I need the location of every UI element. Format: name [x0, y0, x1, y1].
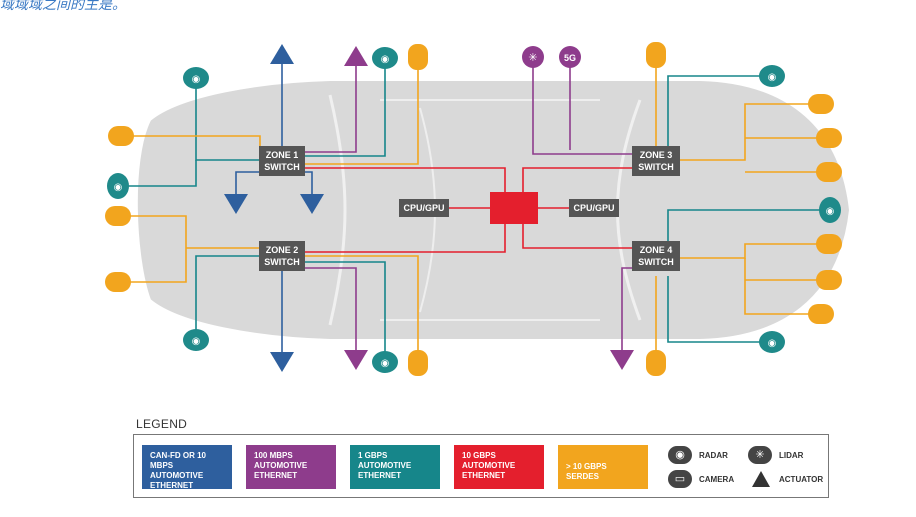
camera-icon [408, 350, 428, 376]
actuator-icon [300, 194, 324, 214]
svg-text:◉: ◉ [768, 338, 777, 349]
legend-swatch-serdes: > 10 GBPS SERDES [558, 445, 648, 489]
actuator-icon [270, 44, 294, 64]
5g-label: 5G [564, 53, 576, 63]
zone1-label-2: SWITCH [264, 162, 300, 172]
legend-radar-icon: ◉ [668, 446, 692, 464]
camera-icon [808, 94, 834, 114]
links-can [235, 60, 313, 355]
legend-swatch-can: CAN-FD OR 10 MBPS AUTOMOTIVE ETHERNET [142, 445, 232, 490]
legend-lidar-icon: ✳ [748, 446, 772, 464]
radar-icon [107, 173, 129, 199]
actuator-icon [344, 46, 368, 66]
zone2-label-1: ZONE 2 [266, 245, 299, 255]
svg-text:◉: ◉ [192, 74, 201, 85]
actuators-purple [344, 46, 634, 370]
camera-icon [646, 350, 666, 376]
central-compute-switch [490, 192, 538, 224]
radar-glyphs: ◉ ◉ ◉ ◉ ◉ ◉ ◉ ◉ [114, 54, 835, 369]
zone3-label-1: ZONE 3 [640, 150, 673, 160]
zone-switches [259, 146, 680, 271]
legend-radar-label: RADAR [699, 451, 728, 460]
svg-text:◉: ◉ [768, 72, 777, 83]
camera-icon [105, 206, 131, 226]
legend-camera-icon: ▭ [668, 470, 692, 488]
zonal-architecture-diagram: 5G ✳ ◉ ◉ ◉ ◉ ◉ ◉ ◉ ◉ [105, 42, 852, 376]
camera-icon [816, 162, 842, 182]
radar-icon [183, 67, 209, 89]
svg-text:◉: ◉ [381, 358, 390, 369]
zone3-label-2: SWITCH [638, 162, 674, 172]
zone1-label-1: ZONE 1 [266, 150, 299, 160]
lidar-glyph: ✳ [528, 51, 537, 64]
actuators-blue [224, 44, 324, 372]
legend-swatch-10gbps: 10 GBPS AUTOMOTIVE ETHERNET [454, 445, 544, 489]
legend: CAN-FD OR 10 MBPS AUTOMOTIVE ETHERNET 10… [133, 434, 829, 498]
camera-icon [816, 270, 842, 290]
actuator-icon [270, 352, 294, 372]
svg-text:◉: ◉ [381, 54, 390, 65]
actuator-icon [344, 350, 368, 370]
links-10gbps [305, 167, 632, 253]
5g-icon [559, 46, 581, 68]
legend-camera-label: CAMERA [699, 475, 735, 484]
zone4-label-2: SWITCH [638, 257, 674, 267]
cpu-right-label: CPU/GPU [573, 203, 614, 213]
legend-actuator-icon [752, 471, 770, 487]
zone4-label-1: ZONE 4 [640, 245, 673, 255]
lidar-icon [522, 46, 544, 68]
radars [107, 47, 841, 373]
legend-lidar-label: LIDAR [779, 451, 804, 460]
zone2-label-2: SWITCH [264, 257, 300, 267]
svg-text:◉: ◉ [826, 206, 835, 217]
camera-icon [646, 42, 666, 68]
camera-icon [816, 234, 842, 254]
legend-title: LEGEND [136, 417, 188, 431]
legend-swatch-1gbps: 1 GBPS AUTOMOTIVE ETHERNET [350, 445, 440, 489]
camera-icon [408, 44, 428, 70]
radar-icon [372, 47, 398, 69]
cameras [105, 42, 842, 376]
zone-1-switch [259, 146, 305, 176]
legend-actuator-label: ACTUATOR [779, 475, 824, 484]
zone-2-switch [259, 241, 305, 271]
links-1gbps [126, 68, 822, 352]
radar-icon [819, 197, 841, 223]
radar-icon [759, 65, 785, 87]
cpu-gpu-left [399, 199, 449, 217]
svg-text:◉: ◉ [192, 336, 201, 347]
camera-icon [816, 128, 842, 148]
camera-icon [105, 272, 131, 292]
zone-4-switch [632, 241, 680, 271]
links-100mbps [305, 64, 632, 352]
cpu-gpu-right [569, 199, 619, 217]
radar-icon [183, 329, 209, 351]
caption: 域域域之间的主是。 [0, 0, 126, 13]
radar-icon [372, 351, 398, 373]
svg-text:◉: ◉ [114, 182, 123, 193]
zone-3-switch [632, 146, 680, 176]
camera-icon [108, 126, 134, 146]
legend-swatch-100mbps: 100 MBPS AUTOMOTIVE ETHERNET [246, 445, 336, 489]
camera-icon [808, 304, 834, 324]
cpu-left-label: CPU/GPU [403, 203, 444, 213]
radar-icon [759, 331, 785, 353]
actuator-icon [224, 194, 248, 214]
actuator-icon [610, 350, 634, 370]
